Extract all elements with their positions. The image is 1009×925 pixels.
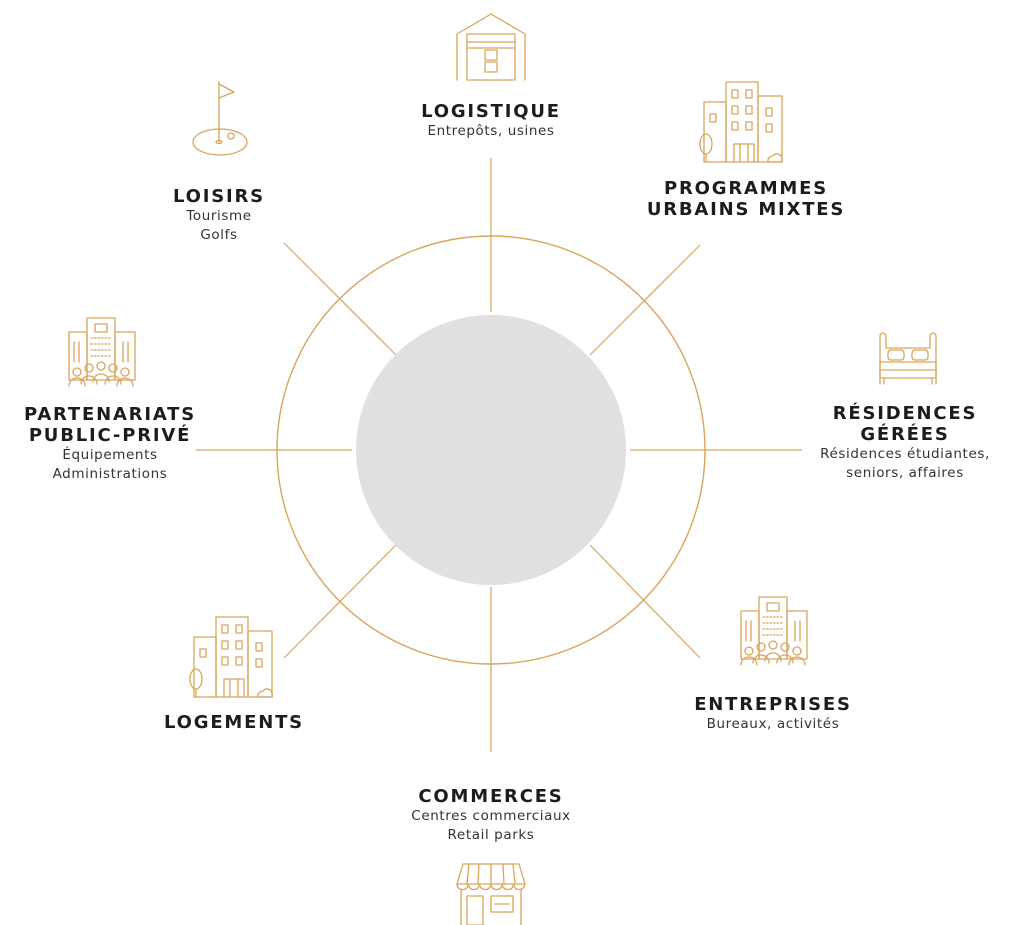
segment-title: LOISIRS — [173, 186, 265, 207]
office-people-icon — [740, 596, 808, 666]
spoke-northeast — [589, 244, 701, 356]
segment-entreprises: ENTREPRISES Bureaux, activités — [673, 694, 873, 734]
housing-buildings-icon — [189, 616, 274, 698]
segment-ppp: PARTENARIATS PUBLIC-PRIVÉ Équipements Ad… — [6, 404, 214, 484]
segment-programmes: PROGRAMMES URBAINS MIXTES — [636, 178, 856, 220]
segment-logistique: LOGISTIQUE Entrepôts, usines — [391, 101, 591, 141]
segment-subtitle: Équipements Administrations — [52, 447, 168, 482]
segment-title: RÉSIDENCES GÉRÉES — [832, 403, 978, 445]
segment-subtitle: Tourisme Golfs — [186, 208, 252, 243]
segment-residences: RÉSIDENCES GÉRÉES Résidences étudiantes,… — [804, 403, 1006, 483]
segment-commerces: COMMERCES Centres commerciaux Retail par… — [391, 786, 591, 845]
bed-icon — [879, 332, 937, 385]
segment-title: PROGRAMMES URBAINS MIXTES — [646, 178, 846, 220]
spoke-southeast — [589, 544, 701, 659]
warehouse-icon — [456, 13, 526, 81]
city-buildings-icon — [699, 81, 784, 163]
segment-subtitle: Résidences étudiantes, seniors, affaires — [820, 446, 990, 481]
public-building-people-icon — [68, 317, 136, 387]
segment-title: LOGISTIQUE — [421, 101, 561, 122]
segment-title: ENTREPRISES — [694, 694, 852, 715]
center-disc-texture — [356, 315, 626, 585]
segment-loisirs: LOISIRS Tourisme Golfs — [139, 186, 299, 245]
segment-title: COMMERCES — [418, 786, 564, 807]
segment-title: LOGEMENTS — [164, 712, 304, 733]
segment-subtitle: Bureaux, activités — [706, 716, 840, 732]
storefront-icon — [456, 863, 526, 925]
segment-subtitle: Centres commerciaux Retail parks — [411, 808, 571, 843]
outer-ring — [276, 235, 706, 665]
segment-logements: LOGEMENTS — [134, 712, 334, 733]
segment-title: PARTENARIATS PUBLIC-PRIVÉ — [23, 404, 197, 446]
segment-subtitle: Entrepôts, usines — [427, 123, 555, 139]
golf-flag-icon — [192, 81, 248, 156]
